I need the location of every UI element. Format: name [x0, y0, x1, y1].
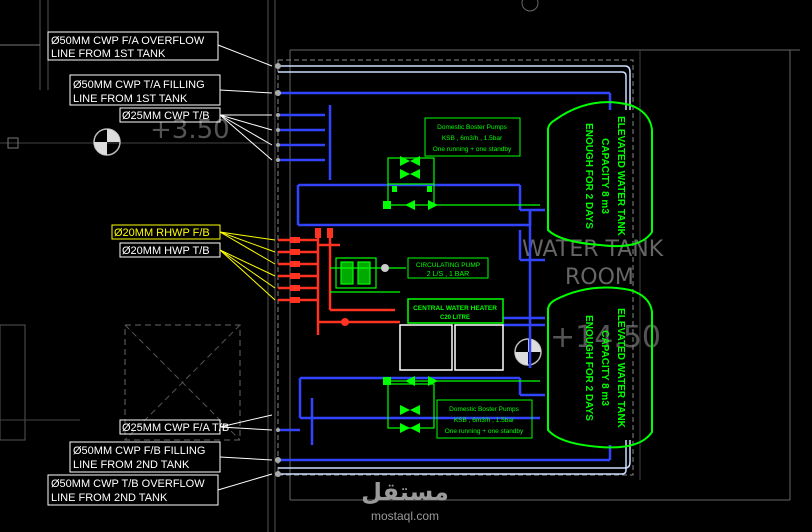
watermark-arabic: مستقل	[361, 478, 449, 506]
heater-capacity: C20 LITRE	[440, 315, 470, 321]
tank-bottom-title: ELEVATED WATER TANK	[615, 308, 626, 429]
elevated-tank-top: ELEVATED WATER TANK CAPACITY 8 m3 ENOUGH…	[547, 101, 653, 248]
label-cwp-ta-filling-1: Ø50MM CWP T/A FILLING	[73, 79, 205, 91]
tank-top-title: ELEVATED WATER TANK	[615, 116, 626, 237]
hwp-pipes	[278, 232, 400, 335]
pump-valves-bottom	[383, 376, 438, 433]
elevated-tank-bottom: ELEVATED WATER TANK CAPACITY 8 m3 ENOUGH…	[547, 286, 653, 449]
pumps-top-spec: KSB , 6m3/h , 1.5bar	[442, 135, 503, 142]
circulating-pump: CIRCULATING PUMP 2 L/S , 1 BAR	[330, 257, 489, 293]
tank-bottom-duration: ENOUGH FOR 2 DAYS	[583, 315, 594, 421]
watermark: مستقل mostaql.com	[361, 478, 449, 523]
pumps-bottom-spec: KSB , 6m3/h , 1.5bar	[454, 417, 515, 424]
tank-room-outline	[277, 59, 634, 476]
booster-pumps-top: Domestic Boster Pumps KSB , 6m3/h , 1.5b…	[383, 117, 540, 210]
pumps-top-config: One running + one standby	[433, 146, 512, 153]
label-cwp-fb-filling-2b: LINE FROM 2ND TANK	[73, 459, 190, 471]
leader-lines-hot	[219, 231, 276, 301]
label-cwp-tb-overflow-2: Ø50MM CWP T/B OVERFLOW	[51, 478, 205, 490]
heater-title: CENTRAL WATER HEATER	[413, 305, 497, 312]
label-cwp-ta-filling-1b: LINE FROM 1ST TANK	[73, 93, 188, 105]
tank-top-capacity: CAPACITY 8 m3	[599, 138, 610, 214]
label-cwp-fa-overflow-1b: LINE FROM 1ST TANK	[51, 48, 166, 60]
level-marker-mid: +14.50	[514, 320, 661, 366]
overflow-pipes	[278, 65, 631, 475]
level-marker-top: +3.50	[93, 115, 230, 156]
pump-valves-top	[383, 156, 438, 210]
pumps-bottom-config: One running + one standby	[445, 428, 524, 435]
label-cwp-tb-25: Ø25MM CWP T/B	[122, 110, 210, 122]
pipe-labels: Ø50MM CWP F/A OVERFLOW LINE FROM 1ST TAN…	[51, 35, 229, 504]
central-water-heater: CENTRAL WATER HEATER C20 LITRE	[399, 298, 504, 371]
level-text-top: +3.50	[150, 115, 230, 145]
tank-bottom-capacity: CAPACITY 8 m3	[599, 330, 610, 406]
booster-pumps-bottom: Domestic Boster Pumps KSB , 6m3/h , 1.5b…	[383, 376, 540, 439]
label-rhwp-fb: Ø20MM RHWP F/B	[114, 227, 210, 239]
circ-pump-title: CIRCULATING PUMP	[416, 262, 480, 269]
pumps-bottom-title: Domestic Boster Pumps	[449, 406, 519, 413]
pipe-end-nodes	[275, 63, 281, 477]
leader-lines	[217, 44, 273, 491]
circ-pump-spec: 2 L/S , 1 BAR	[427, 271, 469, 278]
watermark-latin: mostaql.com	[371, 509, 439, 523]
hwp-fittings	[290, 228, 349, 326]
room-label-line2: ROOM	[565, 265, 634, 290]
label-cwp-tb-overflow-2b: LINE FROM 2ND TANK	[51, 492, 168, 504]
label-cwp-fa-overflow-1: Ø50MM CWP F/A OVERFLOW	[51, 35, 205, 47]
pumps-top-title: Domestic Boster Pumps	[437, 124, 507, 131]
label-cwp-fb-filling-2: Ø50MM CWP F/B FILLING	[73, 445, 205, 457]
tank-top-duration: ENOUGH FOR 2 DAYS	[583, 123, 594, 229]
level-text-mid: +14.50	[550, 320, 661, 355]
cwp-pipes	[278, 91, 612, 462]
label-hwp-tb: Ø20MM HWP T/B	[122, 245, 210, 257]
label-cwp-fa-25: Ø25MM CWP F/A T/B	[122, 422, 229, 434]
